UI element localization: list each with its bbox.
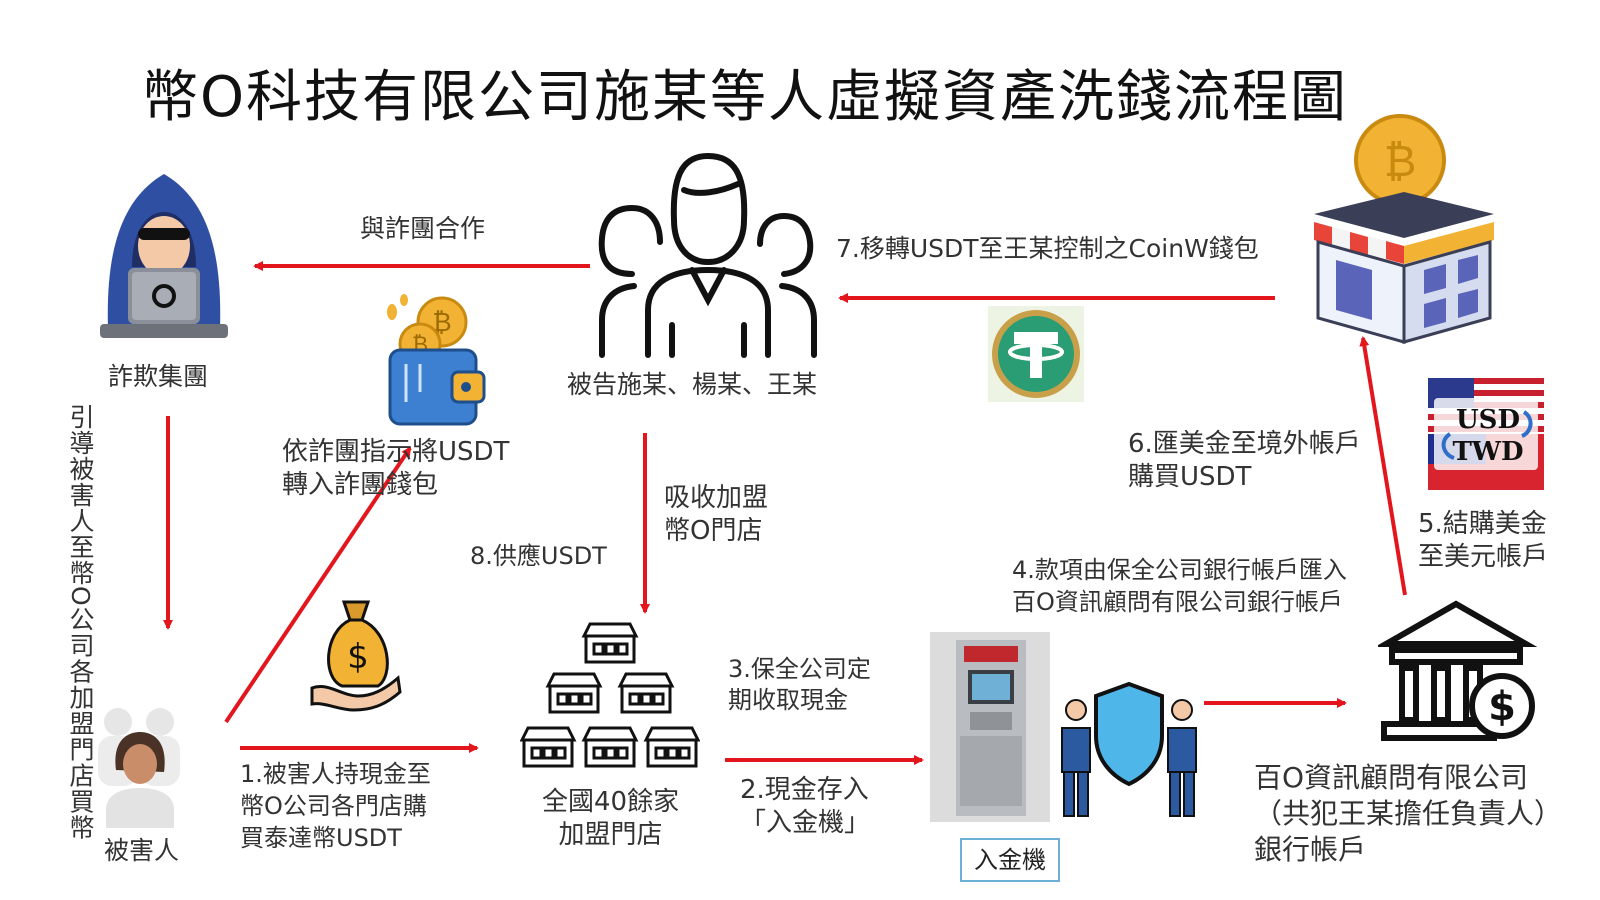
stores-label: 全國40餘家 加盟門店: [542, 787, 680, 850]
svg-text:₿: ₿: [1384, 136, 1417, 187]
svg-text:$: $: [1488, 684, 1516, 730]
fraud-group-label: 詐欺集團: [108, 362, 209, 391]
company-label: 百O資訊顧問有限公司 （共犯王某擔任負責人） 銀行帳戶: [1254, 761, 1563, 866]
bank-icon: $: [1378, 600, 1538, 741]
stores-icon: [520, 622, 700, 768]
step5-label: 5.結購美金 至美元帳戶: [1418, 509, 1549, 572]
step1-label: 1.被害人持現金至 幣O公司各門店購 買泰達幣USDT: [240, 760, 431, 852]
transfer-wallet-label: 依詐團指示將USDT 轉入詐團錢包: [282, 437, 510, 500]
twd-text: TWD: [1452, 437, 1523, 467]
svg-text:$: $: [347, 637, 369, 677]
usd-twd-exchange-icon: USD TWD: [1428, 378, 1544, 490]
absorb-label: 吸收加盟 幣O門店: [664, 483, 769, 546]
svg-text:₿: ₿: [432, 308, 451, 338]
arrow-step5: [1359, 336, 1407, 596]
guide-victim-label: 引導被害人至幣O公司各加盟門店買幣: [66, 404, 95, 841]
supply-label: 8.供應USDT: [470, 542, 607, 570]
people-group-icon: [598, 152, 817, 358]
step7-label: 7.移轉USDT至王某控制之CoinW錢包: [836, 234, 1259, 263]
step2-label: 2.現金存入 「入金機」: [740, 775, 871, 838]
bitcoin-wallet-icon: ₿ ₿: [387, 294, 486, 426]
tether-usdt-icon: [988, 306, 1084, 402]
step6-label: 6.匯美金至境外帳戶 購買USDT: [1128, 429, 1361, 492]
cooperate-label: 與詐團合作: [360, 214, 486, 243]
crypto-exchange-shop-icon: ₿: [1314, 114, 1494, 344]
hacker-icon: [100, 174, 228, 338]
page-title: 幣O科技有限公司施某等人虛擬資產洗錢流程圖: [141, 65, 1349, 130]
atm-tag-label: 入金機: [960, 838, 1060, 882]
usd-text: USD: [1456, 405, 1520, 435]
security-guards-icon: [1061, 681, 1197, 817]
step4-label: 4.款項由保全公司銀行帳戶匯入 百O資訊顧問有限公司銀行帳戶: [1012, 556, 1347, 616]
defendants-label: 被告施某、楊某、王某: [567, 370, 818, 399]
atm-machine-image: [930, 632, 1050, 822]
victim-label: 被害人: [104, 836, 180, 865]
step3-label: 3.保全公司定 期收取現金: [728, 655, 871, 714]
money-bag-icon: $: [310, 600, 402, 712]
arrow-transfer-wallet: [224, 446, 412, 724]
victim-icon: [98, 708, 180, 828]
